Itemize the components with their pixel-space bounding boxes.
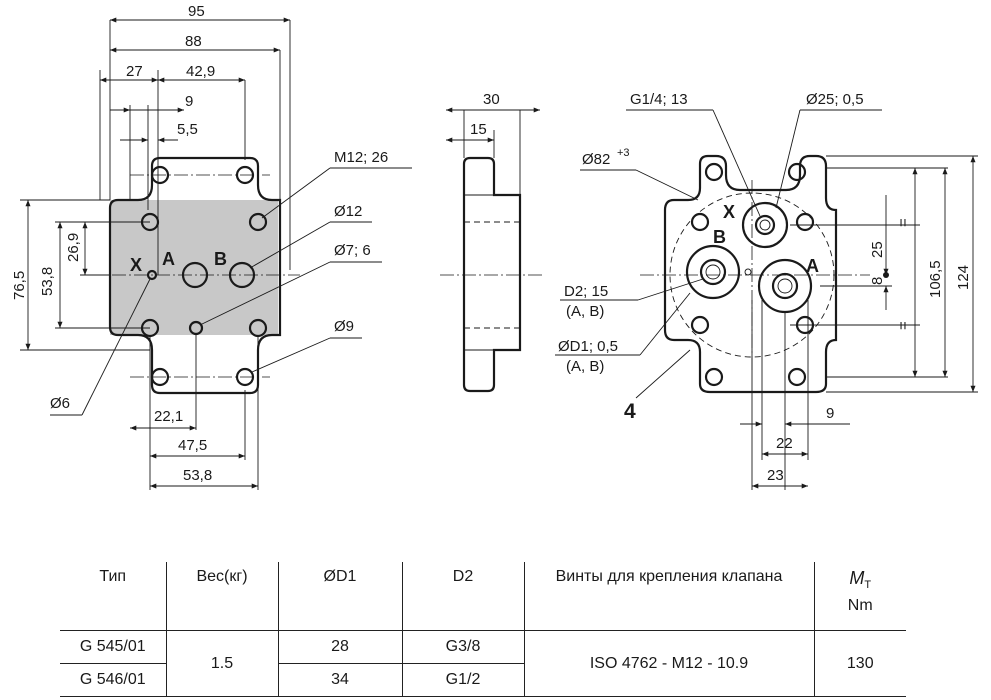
port-label-b: B: [713, 227, 726, 247]
dim-equal-top: =: [895, 218, 912, 227]
dim-23: 23: [767, 467, 784, 484]
callout-d2-ab: (A, B): [566, 303, 604, 320]
mounting-hole: [704, 367, 724, 387]
dim-95: 95: [188, 3, 205, 20]
dim-26-9: 26,9: [65, 233, 82, 262]
callout-d82: Ø82: [582, 151, 610, 168]
dim-53-8-left: 53,8: [39, 267, 56, 296]
port-label-x: X: [130, 255, 142, 275]
cell-d1: 34: [277, 663, 403, 697]
callout-d25-0-5: Ø25; 0,5: [806, 91, 864, 108]
mounting-hole: [235, 165, 255, 185]
header-d2: D2: [401, 562, 525, 631]
mounting-hole: [235, 367, 255, 387]
cell-d2: G3/8: [401, 630, 525, 664]
callout-d82-sup: +3: [617, 147, 630, 159]
front-view: X A B 95 88 27 42,9 9 5,5 76,5: [11, 3, 412, 490]
dim-47-5: 47,5: [178, 437, 207, 454]
port-x-hole: [754, 214, 776, 236]
torque-unit: Nm: [847, 597, 873, 615]
table-row: G 546/01 34 G1/2: [60, 663, 906, 697]
port-b-counterbore: [685, 244, 741, 300]
port-label-x: X: [723, 202, 735, 222]
callout-m12-26: M12; 26: [334, 149, 388, 166]
port-b-hole: [699, 258, 727, 286]
mounting-hole: [704, 162, 724, 182]
port-b-hole: [228, 261, 256, 289]
port-a-hole: [181, 261, 209, 289]
mounting-hole: [150, 165, 170, 185]
torque-subscript: T: [864, 579, 872, 592]
callout-d2-15: D2; 15: [564, 283, 608, 300]
port-x-counterbore: [741, 201, 789, 249]
front-view-outline: [108, 156, 282, 395]
dim-5-5: 5,5: [177, 121, 198, 138]
side-view-outline: [462, 156, 522, 393]
dim-42-9: 42,9: [186, 63, 215, 80]
cell-type: G 546/01: [60, 663, 167, 697]
dim-9: 9: [185, 93, 193, 110]
callout-d7-6: Ø7; 6: [334, 242, 371, 259]
header-d1: ØD1: [277, 562, 403, 631]
dim-53-8-bottom: 53,8: [183, 467, 212, 484]
dim-22: 22: [776, 435, 793, 452]
technical-drawing: X A B 95 88 27 42,9 9 5,5 76,5: [11, 3, 978, 490]
dim-124: 124: [955, 265, 972, 290]
dim-106-5: 106,5: [927, 260, 944, 298]
port-a-hole: [771, 272, 799, 300]
port-label-a: A: [162, 249, 175, 269]
port-label-a: A: [806, 256, 819, 276]
mounting-hole: [150, 367, 170, 387]
callout-d6: Ø6: [50, 395, 70, 412]
header-torque: MT Nm: [813, 562, 906, 631]
port-a-counterbore: [757, 258, 813, 314]
cell-type: G 545/01: [60, 630, 167, 664]
header-screws: Винты для крепления клапана: [523, 562, 815, 631]
spec-table-header: Тип Вес(кг) ØD1 D2 Винты для крепления к…: [60, 562, 906, 631]
callout-g1-4-13: G1/4; 13: [630, 91, 688, 108]
torque-symbol: M: [849, 568, 865, 588]
cell-d2: G1/2: [401, 663, 524, 697]
side-view: 30 15: [440, 91, 545, 393]
callout-d9: Ø9: [334, 318, 354, 335]
dim-27: 27: [126, 63, 143, 80]
dim-8: 8: [869, 277, 886, 285]
threaded-hole: [795, 212, 815, 232]
callout-d12: Ø12: [334, 203, 362, 220]
dim-88: 88: [185, 33, 202, 50]
spec-table: Тип Вес(кг) ØD1 D2 Винты для крепления к…: [60, 562, 906, 697]
pin-hole: [188, 320, 204, 336]
threaded-hole: [690, 315, 710, 335]
dim-9-port: 9: [826, 405, 834, 422]
port-view: X B A G1/4; 13 Ø25; 0,5 Ø82 +3 D2; 15 (A…: [555, 91, 978, 490]
cell-d1: 28: [277, 630, 403, 664]
dim-equal-bottom: =: [895, 321, 912, 330]
cell-screws: ISO 4762 - M12 - 10.9: [523, 630, 815, 697]
dim-15: 15: [470, 121, 487, 138]
threaded-hole: [690, 212, 710, 232]
dim-76-5: 76,5: [11, 271, 28, 300]
header-type: Тип: [60, 562, 167, 631]
header-weight: Вес(кг): [165, 562, 279, 631]
threaded-hole: [248, 212, 268, 232]
dim-22-1: 22,1: [154, 408, 183, 425]
table-row: G 545/01 1.5 28 G3/8 ISO 4762 - M12 - 10…: [60, 630, 906, 697]
dim-25: 25: [869, 241, 886, 258]
dim-30: 30: [483, 91, 500, 108]
callout-d1-ab: (A, B): [566, 358, 604, 375]
port-view-outline: [663, 154, 838, 394]
cell-weight: 1.5: [165, 630, 279, 697]
mounting-hole: [787, 162, 807, 182]
mounting-hole: [787, 367, 807, 387]
cell-torque: 130: [813, 630, 906, 697]
callout-d1-0-5: ØD1; 0,5: [558, 338, 618, 355]
port-x-hole: [146, 269, 158, 281]
port-label-b: B: [214, 249, 227, 269]
item-number-4: 4: [624, 400, 636, 423]
